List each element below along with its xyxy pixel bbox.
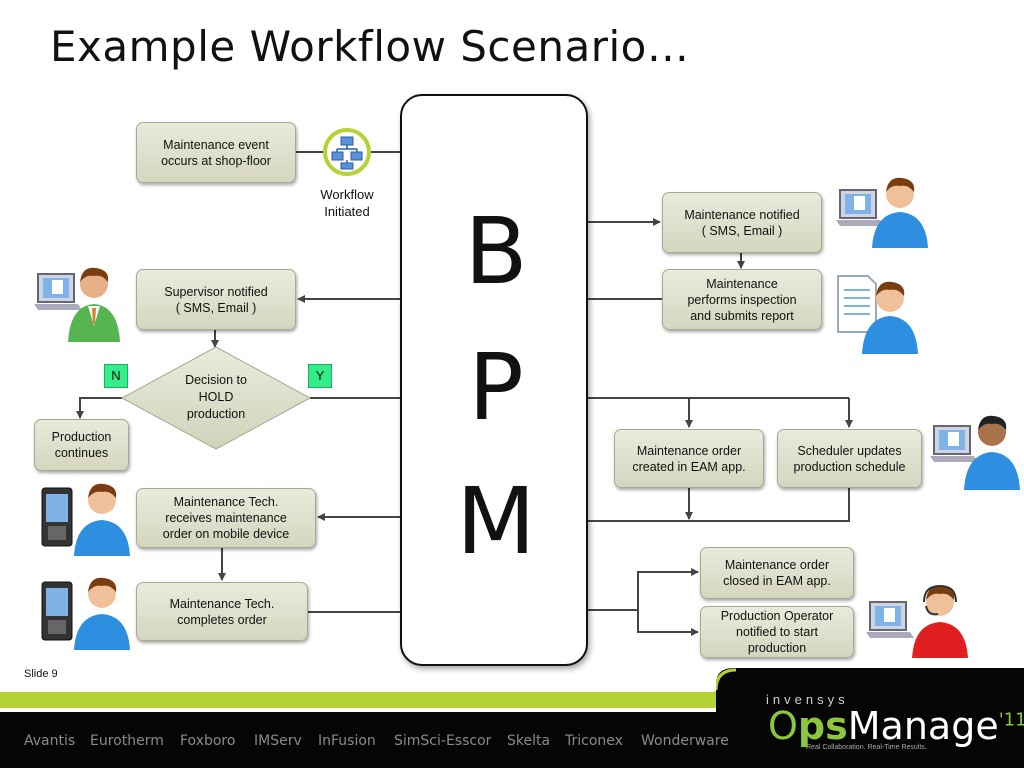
- maintenance-laptop-icon: [836, 177, 928, 248]
- box-supervisor-notified: Supervisor notified ( SMS, Email ): [136, 269, 296, 330]
- brand-wonderware: Wonderware: [641, 733, 729, 749]
- scheduler-laptop-icon: [930, 415, 1020, 490]
- invensys-logo: invensys: [766, 692, 849, 707]
- box-scheduler-updates: Scheduler updates production schedule: [777, 429, 922, 488]
- opsmanage-tagline: Real Collaboration. Real-Time Results.: [806, 744, 927, 751]
- workflow-icon: [323, 128, 371, 176]
- box-production-continues: Production continues: [34, 419, 129, 471]
- box-maintenance-event: Maintenance event occurs at shop-floor: [136, 122, 296, 183]
- box-tech-completes-order: Maintenance Tech. completes order: [136, 582, 308, 641]
- tag-no: N: [104, 364, 128, 388]
- brand-infusion: InFusion: [318, 733, 376, 749]
- bpm-letter-p: P: [468, 334, 524, 441]
- bpm-engine: B P M: [400, 94, 588, 666]
- arrow-decision-continues: [76, 397, 122, 419]
- arrow-fork-operator: [637, 610, 699, 636]
- brand-avantis: Avantis: [24, 733, 76, 749]
- opsmanage-year: '11: [998, 709, 1024, 731]
- slide-number: Slide 9: [24, 668, 58, 680]
- brand-triconex: Triconex: [565, 733, 623, 749]
- tag-yes: Y: [308, 364, 332, 388]
- box-tech-receives-order: Maintenance Tech. receives maintenance o…: [136, 488, 316, 548]
- brand-skelta: Skelta: [507, 733, 551, 749]
- arrow-fork-closed: [637, 568, 699, 610]
- mobile-person-icon: [41, 483, 130, 556]
- brand-foxboro: Foxboro: [180, 733, 236, 749]
- box-order-closed: Maintenance order closed in EAM app.: [700, 547, 854, 599]
- workflow-initiated-label: Workflow Initiated: [320, 187, 374, 219]
- opsmanage-ps: ps: [797, 704, 848, 748]
- operator-headset-icon: [866, 584, 968, 658]
- footer-bar: [0, 712, 1024, 768]
- report-person-icon: [837, 275, 918, 354]
- bpm-letter-b: B: [464, 198, 528, 305]
- brand-simsci-esscor: SimSci-Esscor: [394, 733, 492, 749]
- opsmanage-o: O: [768, 704, 798, 748]
- box-maintenance-notified: Maintenance notified ( SMS, Email ): [662, 192, 822, 253]
- box-operator-notified: Production Operator notified to start pr…: [700, 606, 854, 658]
- supervisor-laptop-icon: [34, 267, 120, 342]
- brand-imserv: IMServ: [254, 733, 302, 749]
- footer-green-band: [0, 688, 724, 708]
- decision-diamond: [120, 346, 312, 450]
- slide-title: Example Workflow Scenario…: [50, 22, 690, 71]
- opsmanage-logo: OpsManage'11: [768, 704, 1024, 748]
- opsmanage-manage: Manage: [847, 704, 999, 748]
- footer-logo-panel: [716, 668, 1024, 720]
- box-order-created: Maintenance order created in EAM app.: [614, 429, 764, 488]
- brand-eurotherm: Eurotherm: [90, 733, 164, 749]
- decision-text: Decision to HOLD production: [185, 373, 247, 421]
- mobile-person-icon-2: [41, 577, 130, 650]
- line-scheduler-bpm: [588, 488, 850, 522]
- box-inspection-report: Maintenance performs inspection and subm…: [662, 269, 822, 330]
- bpm-letter-m: M: [456, 468, 536, 575]
